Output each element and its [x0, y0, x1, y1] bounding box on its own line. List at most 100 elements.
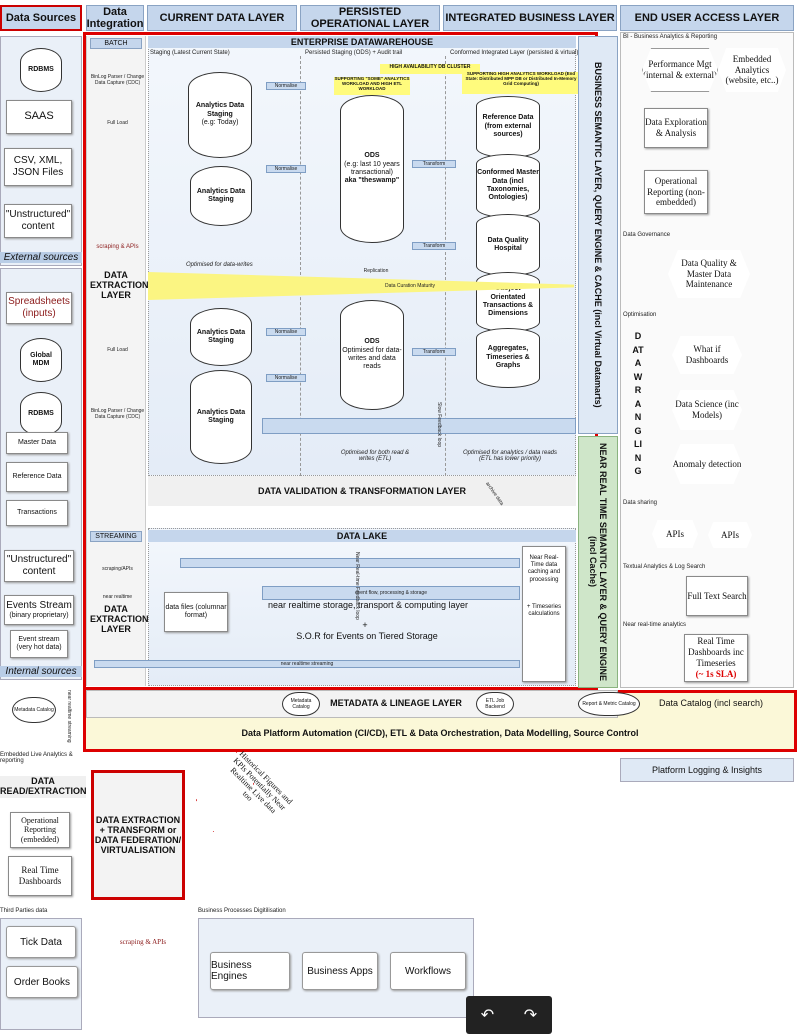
transform-arrow-2: Transform — [412, 242, 456, 250]
header-persisted-operational-layer: PERSISTED OPERATIONAL LAYER — [300, 5, 440, 31]
data-quality-hospital-store: Data Quality Hospital — [476, 214, 540, 276]
near-rt-caching-text: Near Real-Time data caching and processi… — [527, 555, 561, 583]
header-end-user-access-layer: END USER ACCESS LAYER — [620, 5, 794, 31]
business-apps[interactable]: Business Apps — [302, 952, 378, 990]
aggregates-store: Aggregates, Timeseries & Graphs — [476, 328, 540, 388]
redo-icon[interactable]: ↷ — [523, 1007, 538, 1024]
bi-label: BI - Business Analytics & Reporting — [623, 34, 718, 40]
bp-label: Business Processes Digitilisation — [198, 908, 286, 914]
embedded-live-label: Embedded Live Analytics & reporting — [0, 752, 73, 764]
metadata-row — [86, 690, 618, 718]
data-exploration[interactable]: Data Exploration & Analysis — [644, 108, 708, 148]
streaming-label: STREAMING — [90, 531, 142, 542]
nrt-storage-label: near realtime storage, transport & compu… — [267, 600, 469, 610]
saas-source: SAAS — [6, 100, 72, 134]
conformed-label: Conformed Integrated Layer (persisted & … — [450, 50, 579, 56]
today-sub: (e.g: Today) — [201, 119, 239, 127]
undo-icon[interactable]: ↶ — [480, 1007, 495, 1024]
near-realtime-label: near realtime — [102, 594, 133, 600]
events-stream-source: Events Stream (binary proprietary) — [4, 595, 74, 625]
rdbms2-source: RDBMS — [20, 392, 62, 436]
what-if-dashboards[interactable]: What if Dashboards — [672, 336, 742, 374]
optimised-writes-label: Optimised for data-writes — [186, 262, 253, 268]
data-read-extraction: DATA READ/EXTRACTION — [0, 776, 87, 798]
analytics-staging-today: Analytics Data Staging (e.g: Today) — [188, 72, 252, 158]
spreadsheets-source: Spreadsheets (inputs) — [6, 292, 72, 324]
metadata-title: METADATA & LINEAGE LAYER — [330, 698, 462, 708]
conformed-master-store: Conformed Master Data (incl Taxonomies, … — [476, 154, 540, 218]
near-rt-feedback-arrow — [180, 558, 520, 568]
plus-label: + — [362, 620, 368, 630]
data-catalog: Data Catalog (incl search) — [658, 698, 764, 708]
apis-2[interactable]: APIs — [708, 522, 752, 548]
master-data-source: Master Data — [6, 432, 68, 454]
data-curation-label: Data Curation Maturity — [384, 283, 436, 289]
rt-dashboards[interactable]: Real Time Dashboards inc Timeseries (~ 1… — [684, 634, 748, 682]
full-text-search[interactable]: Full Text Search — [686, 576, 748, 616]
supporting-some-label: SUPPORTING "SOME" ANALYTICS WORKLOAD AND… — [334, 76, 410, 95]
reference-data-store: Reference Data (from external sources) — [476, 96, 540, 158]
metadata-catalog-source: Metadata Catalog — [12, 697, 56, 723]
analytics-staging-today-title: Analytics Data Staging — [195, 102, 245, 118]
scraping-apis2-label: scraping/APIs — [102, 566, 133, 572]
validation-layer-title: DATA VALIDATION & TRANSFORMATION LAYER — [148, 476, 576, 506]
transform-arrow-1: Transform — [412, 160, 456, 168]
column-divider-1 — [300, 56, 301, 476]
unstructured-source: "Unstructured" content — [4, 204, 72, 238]
events-stream-title: Events Stream — [6, 599, 72, 611]
anomaly-detection[interactable]: Anomaly detection — [672, 444, 742, 484]
platform-logging: Platform Logging & Insights — [620, 758, 794, 782]
ods1-title: ODS — [364, 152, 380, 160]
normalise-arrow-3: Normalise — [266, 328, 306, 336]
dq-master[interactable]: Data Quality & Master Data Maintenance — [668, 250, 750, 298]
ods1-sub: (e.g: last 10 years transactional) — [344, 160, 400, 176]
automation-text: Data Platform Automation (CI/CD), ETL & … — [241, 728, 639, 738]
full-load2-label: Full Load — [107, 347, 128, 353]
order-books[interactable]: Order Books — [6, 966, 78, 998]
optimised-analytics-label: Optimised for analytics / data reads (ET… — [462, 450, 558, 462]
normalise-arrow-2: Normalise — [266, 165, 306, 173]
data-lake-title: DATA LAKE — [148, 530, 576, 542]
operational-reporting-embedded[interactable]: Operational Reporting (embedded) — [10, 812, 70, 848]
textual-label: Textual Analytics & Log Search — [623, 564, 706, 570]
normalise-arrow-4: Normalise — [266, 374, 306, 382]
report-catalog: Report & Metric Catalog — [578, 692, 640, 716]
rdbms-source: RDBMS — [20, 48, 62, 92]
data-extraction-layer-label: DATA EXTRACTION LAYER — [90, 270, 149, 300]
full-load1-label: Full Load — [107, 120, 128, 126]
vertical-stream-label: near realtime streaming — [66, 690, 72, 743]
operational-reporting[interactable]: Operational Reporting (non-embedded) — [644, 170, 708, 214]
events-stream-sub: (binary proprietary) — [9, 611, 69, 619]
governance-label: Data Governance — [623, 232, 671, 238]
slow-feedback-label: Slow Feedback loop — [436, 402, 442, 448]
timeseries-text: + Timeseries calculations — [526, 603, 562, 617]
nrt-analytics-label: Near real-time analytics — [623, 622, 687, 628]
ods1-cylinder: ODS (e.g: last 10 years transactional) a… — [340, 95, 404, 243]
performance-mgt[interactable]: Performance Mgt (internal & external) — [642, 48, 718, 92]
data-wrangling-label: DATA WRANGLING — [632, 331, 644, 476]
binlog1-label: BinLog Parser / Change Data Capture (CDC… — [90, 74, 145, 86]
data-extraction2-label: DATA EXTRACTION LAYER — [90, 604, 149, 634]
embedded-analytics[interactable]: Embedded Analytics (website, etc..) — [718, 48, 786, 92]
business-engines[interactable]: Business Engines — [210, 952, 290, 990]
tick-data[interactable]: Tick Data — [6, 926, 76, 958]
rt-dashboards-bottom[interactable]: Real Time Dashboards — [8, 856, 72, 896]
ods2-sub: Optimised for data-writes and data reads — [342, 346, 402, 371]
data-science[interactable]: Data Science (inc Models) — [672, 390, 742, 430]
apis-1[interactable]: APIs — [652, 520, 698, 548]
workflows[interactable]: Workflows — [390, 952, 466, 990]
edw-title: ENTERPRISE DATAWAREHOUSE — [148, 36, 576, 48]
rt-dashboards-text: Real Time Dashboards inc Timeseries — [688, 636, 744, 668]
supporting-high-label: SUPPORTING HIGH ANALYTICS WORKLOAD (End … — [462, 71, 580, 94]
business-semantic-layer: BUSINESS SEMANTIC LAYER, QUERY ENGINE & … — [578, 36, 618, 434]
integration-column — [86, 36, 146, 686]
header-current-data-layer: CURRENT DATA LAYER — [147, 5, 297, 31]
event-flow-arrow: event flow, processing & storage — [262, 586, 520, 600]
near-rt-caching-box: Near Real-Time data caching and processi… — [522, 546, 566, 682]
nav-bar: ↶ ↷ — [466, 996, 552, 1034]
sla-text: (~ 1s SLA) — [695, 668, 737, 679]
persisted-label: Persisted Staging (ODS) + Audit trail — [305, 50, 403, 56]
subject-orientated-store: Subject Orientated Transactions & Dimens… — [476, 272, 540, 332]
near-rt-streaming-arrow: near realtime streaming — [94, 660, 520, 668]
ods2-title: ODS — [364, 338, 380, 346]
